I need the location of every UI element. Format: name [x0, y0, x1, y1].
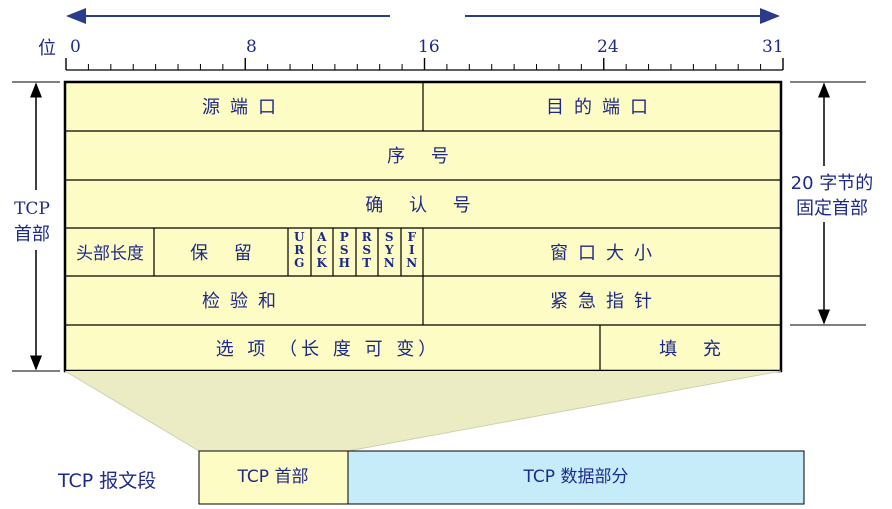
segment-label: TCP 报文段 [57, 470, 156, 492]
field-sequence-number: 序 号 [387, 146, 459, 167]
field-reserved: 保 留 [190, 243, 262, 264]
flag-bit-letter: N [384, 256, 395, 270]
ruler-ticks [65, 58, 784, 70]
field-ack-number: 确 认 号 [365, 195, 480, 216]
left-label-tcp: TCP [14, 199, 50, 219]
flag-bit-letter: U [294, 230, 305, 244]
right-label-fixed-header: 固定首部 [796, 198, 868, 219]
left-label-header: 首部 [14, 224, 50, 245]
flag-bit-letter: R [294, 243, 305, 257]
field-options: 选 项 （长 度 可 变） [216, 339, 441, 360]
segment-header-part [198, 450, 349, 505]
flag-bit-letter: R [362, 230, 373, 244]
flag-bit-letter: C [317, 243, 327, 257]
flag-bit-letter: N [406, 256, 417, 270]
field-checksum: 检验和 [202, 291, 286, 312]
flag-bit-letter: Y [384, 243, 394, 257]
field-header-length: 头部长度 [76, 244, 144, 264]
flag-bit-letter: T [362, 256, 371, 270]
flag-bit-letter: I [409, 243, 415, 257]
right-label-20-bytes: 20 字节的 [791, 173, 874, 194]
flag-bit-letter: A [316, 230, 327, 244]
flag-bit-letter: S [385, 230, 394, 244]
flag-bit-letter: G [294, 256, 304, 270]
flag-bit-letter: P [340, 230, 349, 244]
ruler-tick-16: 16 [418, 37, 440, 57]
field-urgent-pointer: 紧急指针 [550, 291, 662, 312]
flag-bit-letter: K [317, 256, 328, 270]
field-padding: 填 充 [659, 339, 731, 360]
ruler-tick-0: 0 [70, 37, 81, 57]
field-source-port: 源端口 [202, 97, 286, 118]
segment-header-label: TCP 首部 [237, 467, 309, 487]
flag-bit-letter: H [339, 256, 350, 270]
segment-data-label: TCP 数据部分 [523, 467, 629, 487]
flag-bit-letter: S [340, 243, 349, 257]
segment-data-part [347, 450, 805, 505]
ruler-tick-24: 24 [597, 37, 619, 57]
flag-bit-letter: S [362, 243, 371, 257]
field-destination-port: 目的端口 [546, 97, 658, 118]
ruler-label: 位 [38, 38, 56, 59]
field-window-size: 窗口大小 [550, 243, 662, 264]
flag-bit-letter: F [407, 230, 416, 244]
header-projection [65, 371, 781, 451]
ruler-tick-8: 8 [246, 37, 257, 57]
ruler-tick-31: 31 [762, 37, 784, 57]
